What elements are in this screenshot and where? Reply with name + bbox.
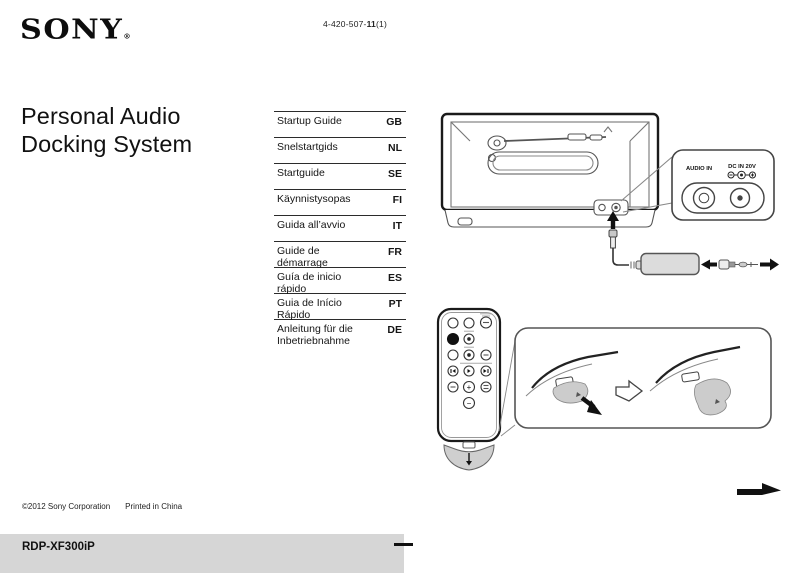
language-row-se: Startguide SE: [274, 163, 406, 189]
ac-adapter-body: [640, 252, 700, 276]
remote-menu-button: [447, 349, 459, 361]
tab-removal-step2: [649, 345, 741, 416]
page-title-line1: Personal Audio: [21, 103, 181, 129]
copyright-text: ©2012 Sony Corporation: [22, 502, 111, 511]
remote-control-illustration: + −: [436, 307, 516, 471]
language-label: Guia de Início Rápido: [277, 297, 342, 321]
battery-tab: [443, 441, 495, 471]
remote-next-button: [480, 365, 492, 377]
next-step-arrow-icon: [615, 379, 644, 402]
language-code: DE: [387, 324, 402, 336]
jack-detail-panel: AUDIO IN DC IN 20V: [671, 149, 775, 221]
dock-rear-illustration: [440, 112, 673, 228]
remote-audio-in-button: [480, 381, 492, 393]
detach-arrow-icon: [701, 259, 717, 270]
remote-volume-down-button: [462, 396, 476, 410]
language-code: FI: [392, 194, 402, 206]
copyright-line: ©2012 Sony Corporation Printed in China: [22, 502, 182, 511]
language-label: Anleitung für die Inbetriebnahme: [277, 323, 353, 347]
model-bar: RDP-XF300iP: [0, 534, 404, 573]
language-label: Guide de démarrage: [277, 245, 328, 269]
language-row-fr: Guide de démarrage FR: [274, 241, 406, 269]
remote-volume-up-button: [462, 380, 476, 394]
registered-trademark-mark: ®: [123, 31, 131, 41]
printed-in-text: Printed in China: [125, 502, 183, 511]
remote-sound-button: [447, 381, 459, 393]
document-number: 4-420-507-11(1): [323, 19, 387, 29]
language-row-pt: Guia de Início Rápido PT: [274, 293, 406, 321]
language-row-nl: Snelstartgids NL: [274, 137, 406, 163]
remote-tune-up-button: [463, 333, 475, 345]
pull-down-arrow-icon: [466, 461, 472, 466]
language-row-fi: Käynnistysopas FI: [274, 189, 406, 215]
remote-enter-button: [480, 349, 492, 361]
dc-in-label: DC IN 20V: [728, 164, 756, 170]
language-code: GB: [386, 116, 402, 128]
remote-tune-down-button: [463, 349, 475, 361]
ac-cord-plug: [718, 259, 758, 270]
setup-illustration: AUDIO IN DC IN 20V: [436, 112, 779, 471]
turn-page-arrow-icon: [737, 483, 781, 495]
fold-mark: [394, 543, 413, 546]
to-outlet-arrow-icon: [760, 258, 779, 271]
dc-in-jack: [729, 187, 751, 209]
model-number: RDP-XF300iP: [22, 541, 95, 553]
rear-jack-plate: [593, 199, 629, 216]
language-label: Startguide: [277, 167, 325, 179]
language-row-de: Anleitung für die Inbetriebnahme DE: [274, 319, 406, 353]
document-number-suffix: (1): [375, 19, 387, 29]
language-row-gb: Startup Guide GB: [274, 111, 406, 137]
sony-logo: SONY®: [20, 13, 131, 45]
brand-wordmark: SONY: [20, 13, 124, 45]
language-code: PT: [388, 298, 402, 310]
language-code: FR: [388, 246, 402, 258]
remote-ipod-button: [446, 332, 460, 346]
document-number-revision: 11: [366, 19, 376, 29]
document-number-prefix: 4-420-507-: [323, 19, 367, 29]
language-row-it: Guida all’avvio IT: [274, 215, 406, 241]
language-label: Guida all’avvio: [277, 219, 346, 231]
battery-tab-removal-panel: [514, 327, 772, 429]
language-row-es: Guía de inicio rápido ES: [274, 267, 406, 295]
tab-removal-step1: [525, 350, 619, 415]
remote-prev-button: [447, 365, 459, 377]
page-title-line2: Docking System: [21, 131, 193, 157]
language-code: IT: [392, 220, 402, 232]
language-label: Käynnistysopas: [277, 193, 351, 205]
language-code: NL: [388, 142, 402, 154]
remote-power-button: [479, 316, 493, 329]
language-label: Startup Guide: [277, 115, 342, 127]
remote-function-button: [463, 317, 475, 329]
pull-out-arrow-icon: [587, 400, 602, 415]
remote-play-pause-button: [463, 365, 475, 377]
language-code: SE: [387, 168, 402, 180]
language-table: Startup Guide GB Snelstartgids NL Startg…: [274, 111, 406, 353]
carry-handle-recess: [487, 151, 599, 175]
audio-in-jack: [692, 186, 716, 210]
fm-antenna: [487, 126, 613, 151]
polarity-icon: [727, 170, 756, 180]
audio-in-label: AUDIO IN: [686, 166, 712, 172]
plug-in-arrow-icon: [607, 211, 619, 221]
remote-band-button: [447, 317, 459, 329]
language-code: ES: [387, 272, 402, 284]
language-label: Guía de inicio rápido: [277, 271, 342, 295]
volume-minus-glyph: −: [467, 399, 472, 408]
ac-adapter-illustration: [607, 211, 779, 276]
page-title: Personal Audio Docking System: [21, 102, 192, 158]
volume-plus-glyph: +: [467, 383, 472, 392]
language-label: Snelstartgids: [277, 141, 338, 153]
